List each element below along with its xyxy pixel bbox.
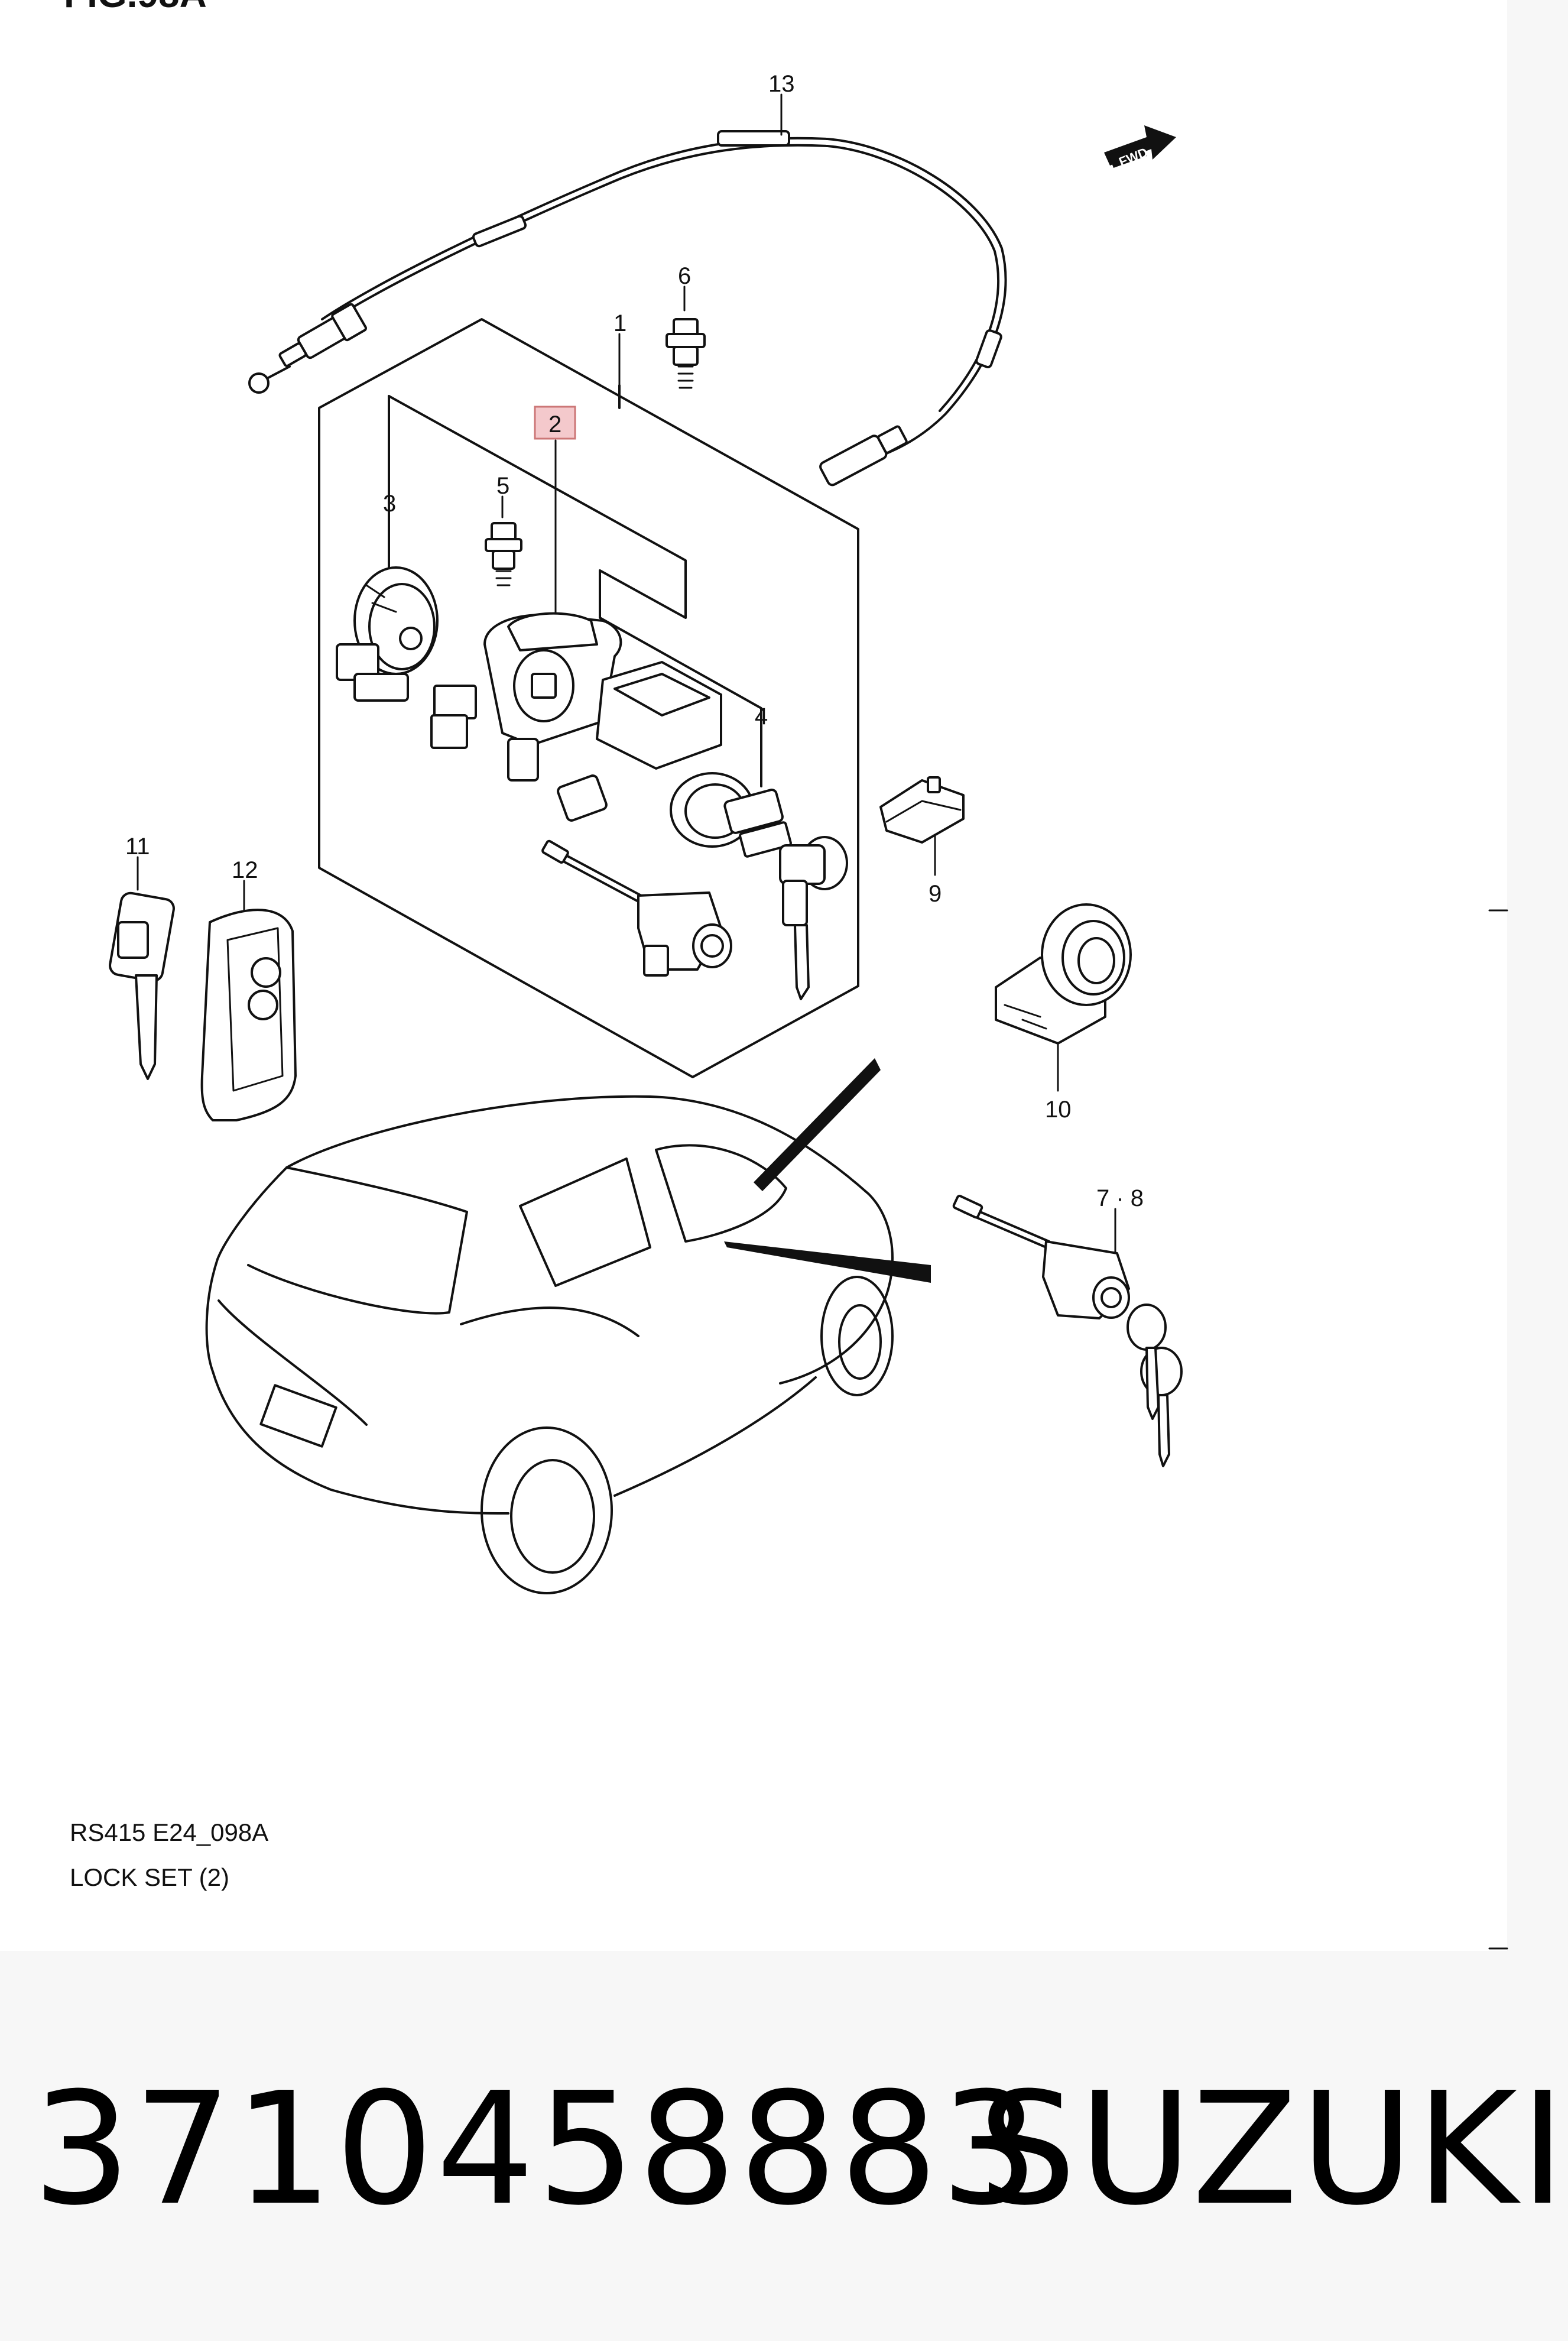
diagram-panel: FIG.98A FWD [64, 0, 1508, 1950]
immobilizer-ring-10 [995, 903, 1132, 1045]
lock-kit-boundary [318, 318, 859, 1078]
diagram-title: LOCK SET (2) [70, 1863, 229, 1891]
smart-key-12 [200, 909, 297, 1121]
kit-door-lock [541, 839, 732, 977]
callout-2-highlight [534, 406, 576, 440]
callout-2: 2 [548, 411, 561, 437]
kit-key [779, 836, 848, 1000]
callout-3: 3 [383, 491, 396, 517]
callout-4: 4 [755, 703, 768, 729]
callout-11: 11 [125, 834, 150, 860]
callout-6: 6 [678, 263, 691, 289]
vehicle-outline [205, 1058, 931, 1594]
steering-lock-body-2 [430, 612, 722, 822]
door-lock-set-7-8 [952, 1195, 1183, 1467]
callout-12: 12 [232, 857, 258, 883]
part-number: 3710458883 [33, 2059, 1041, 2239]
bolt-6 [665, 318, 706, 389]
callout-7-8: 7 · 8 [1096, 1185, 1144, 1211]
callout-13: 13 [768, 71, 795, 97]
clip-9 [879, 776, 965, 844]
ignition-switch-3 [336, 566, 439, 702]
callout-9: 9 [929, 881, 942, 907]
cable-assembly [248, 130, 1007, 487]
callout-numbers: 13 6 1 2 5 3 4 9 11 12 10 7 · 8 [125, 71, 1144, 1211]
parts-diagram: FIG.98A FWD [64, 0, 1508, 1950]
key-11 [109, 891, 175, 1080]
callout-5: 5 [496, 473, 509, 499]
callout-1: 1 [613, 310, 626, 336]
fwd-arrow-icon: FWD [1104, 125, 1176, 170]
callout-10: 10 [1045, 1097, 1072, 1123]
key-cylinder-4 [670, 772, 792, 858]
figure-header: FIG.98A [64, 0, 207, 15]
brand-name: SUZUKI [978, 2059, 1568, 2239]
diagram-code: RS415 E24_098A [70, 1818, 269, 1846]
bolt-5 [485, 522, 522, 586]
